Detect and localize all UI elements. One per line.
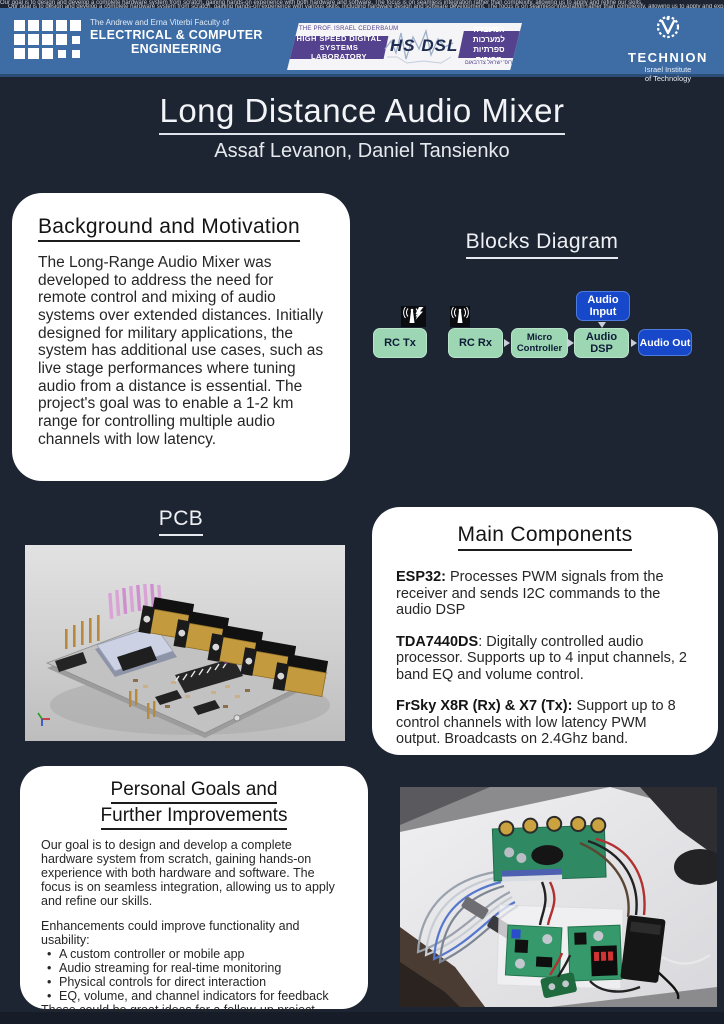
block-audio-input: Audio Input — [576, 291, 630, 321]
antenna-rx-icon — [450, 306, 470, 327]
faculty-grid-icon — [14, 20, 81, 59]
flow-arrow-icon — [631, 338, 637, 347]
overflow-text-line: Our goal is to design and develop a comp… — [8, 4, 724, 10]
lab-name-line1: High Speed Digital — [296, 34, 382, 43]
poster-title: Long Distance Audio Mixer — [159, 92, 565, 135]
faculty-line1: The Andrew and Erna Viterbi Faculty of — [90, 18, 230, 27]
lab-hebrew-line1: המעבדה למערכות — [472, 24, 506, 44]
personal-goals-card: Personal Goals and Further Improvements … — [20, 766, 368, 1017]
bullet-text: A custom controller or mobile app — [59, 947, 245, 961]
background-heading: Background and Motivation — [38, 215, 300, 242]
lab-hebrew-box: המעבדה למערכות ספרתיות מהירות — [458, 25, 520, 64]
block-rc-rx: RC Rx — [448, 328, 503, 358]
blocks-diagram-heading: Blocks Diagram — [465, 230, 619, 259]
block-rc-tx: RC Tx — [373, 328, 427, 358]
component-term: TDA7440DS — [396, 633, 479, 650]
flow-arrow-down-icon — [598, 322, 606, 328]
bullet-text: EQ, volume, and channel indicators for f… — [59, 989, 329, 1003]
block-micro-controller: Micro Controller — [511, 328, 568, 358]
personal-para2: Enhancements could improve functionality… — [41, 919, 300, 947]
header-band: The Andrew and Erna Viterbi Faculty of E… — [0, 8, 724, 83]
overflow-text-line: Our goal is to design and develop a comp… — [0, 0, 643, 6]
main-components-card: Main Components ESP32: Processes PWM sig… — [372, 507, 718, 755]
pcb-heading: PCB — [158, 507, 204, 536]
poster-authors: Assaf Levanon, Daniel Tansienko — [214, 140, 510, 162]
footer-bar — [0, 1012, 724, 1024]
component-desc: Processes PWM signals from the receiver … — [396, 569, 664, 619]
hsdsl-lab-logo: The Prof. Israel Cederbaum High Speed Di… — [287, 23, 522, 70]
personal-heading-line1: Personal Goals and — [110, 778, 278, 804]
lab-name-line2: Systems Laboratory — [311, 43, 367, 61]
title-block: Long Distance Audio Mixer Assaf Levanon,… — [0, 92, 724, 163]
pcb-render-image — [25, 545, 345, 741]
technion-name: TECHNION — [628, 50, 708, 65]
main-components-heading: Main Components — [457, 523, 633, 551]
background-body: The Long-Range Audio Mixer was developed… — [38, 254, 324, 448]
lab-name-box: High Speed Digital Systems Laboratory — [289, 34, 389, 61]
antenna-tx-icon — [401, 306, 426, 327]
component-term: ESP32: — [396, 569, 446, 585]
blocks-diagram-heading-wrap: Blocks Diagram — [360, 230, 724, 259]
technion-logo: TECHNION Israel Institute of Technology — [622, 14, 714, 83]
audio-jacks — [138, 597, 329, 698]
personal-para1: Our goal is to design and develop a comp… — [41, 838, 335, 908]
bullet-text: Physical controls for direct interaction — [59, 975, 267, 989]
list-item: • A custom controller or mobile app — [41, 947, 347, 961]
faculty-line2: ELECTRICAL & COMPUTER — [90, 28, 263, 42]
flow-arrow-icon — [504, 338, 510, 347]
personal-heading-line2: Further Improvements — [100, 804, 288, 830]
lab-hebrew-small: ע"ש פרופ' ישראל צדרבאום — [465, 60, 527, 66]
list-item: • EQ, volume, and channel indicators for … — [41, 989, 347, 1003]
component-item: TDA7440DS: Digitally controlled audio pr… — [396, 634, 694, 684]
bullet-icon: • — [47, 975, 52, 989]
bullet-text: Audio streaming for real-time monitoring — [59, 961, 282, 975]
pcb-heading-wrap: PCB — [12, 507, 350, 536]
component-desc: Support up to 8 control channels with lo… — [396, 698, 676, 748]
background-card: Background and Motivation The Long-Range… — [12, 193, 350, 481]
block-audio-dsp: Audio DSP — [574, 328, 629, 358]
component-item: ESP32: Processes PWM signals from the re… — [396, 569, 694, 619]
list-item: • Audio streaming for real-time monitorin… — [41, 961, 347, 975]
technion-sub1: Israel Institute — [644, 65, 692, 74]
component-desc: : Digitally controlled audio processor. … — [396, 633, 687, 683]
block-audio-out: Audio Out — [638, 329, 692, 356]
list-item: • Physical controls for direct interactio… — [41, 975, 347, 989]
blocks-diagram: RC Tx RC Rx Micro Controller Audio DSP A… — [368, 286, 724, 391]
faculty-line3: ENGINEERING — [130, 42, 222, 56]
technion-emblem-icon — [656, 15, 680, 39]
waveform-icon — [384, 28, 454, 64]
bullet-icon: • — [47, 947, 52, 961]
axis-icon — [37, 712, 50, 726]
technion-sub2: of Technology — [644, 74, 692, 83]
lab-top-small-text: The Prof. Israel Cederbaum — [299, 26, 399, 32]
faculty-logo: The Andrew and Erna Viterbi Faculty of E… — [14, 18, 263, 59]
lab-acronym: HS DSL — [390, 36, 459, 55]
component-item: FrSky X8R (Rx) & X7 (Tx): Support up to … — [396, 698, 694, 748]
component-term: FrSky X8R (Rx) & X7 (Tx): — [396, 698, 573, 715]
bullet-icon: • — [47, 961, 52, 975]
prototype-photo-image — [400, 787, 717, 1007]
bullet-icon: • — [47, 989, 52, 1003]
flow-arrow-icon — [568, 338, 574, 347]
